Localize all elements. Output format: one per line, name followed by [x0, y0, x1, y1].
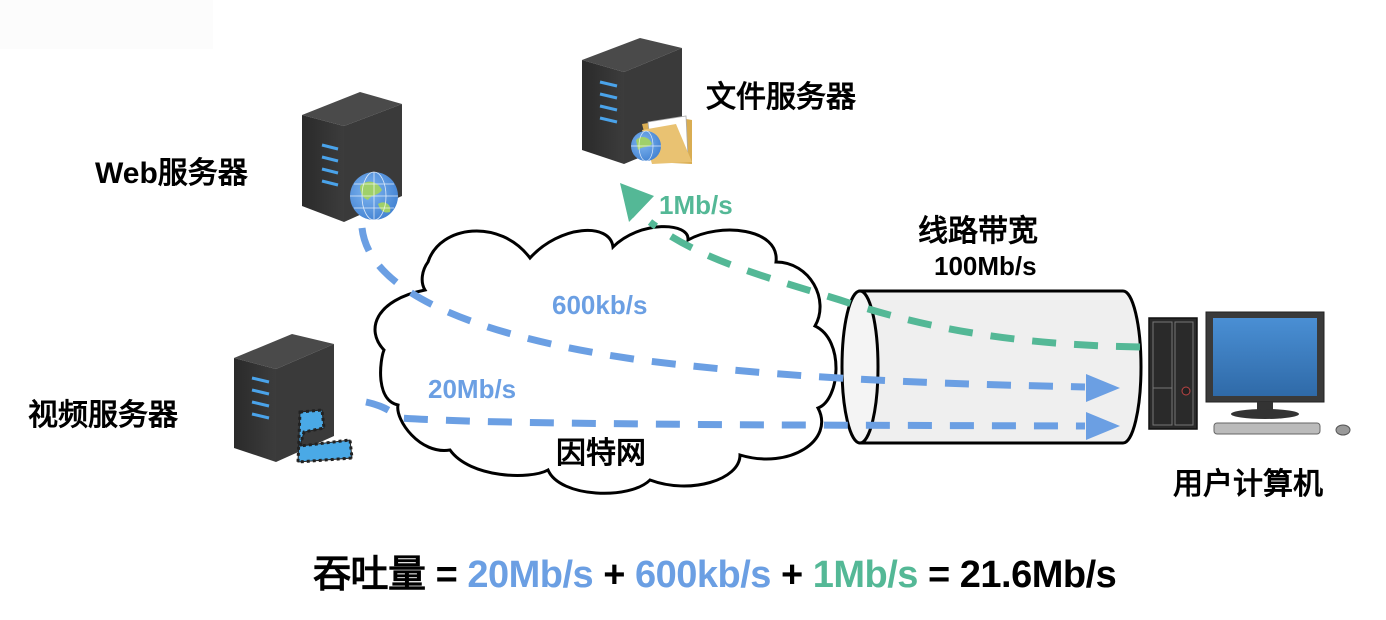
monitor-icon [1205, 311, 1325, 419]
formula-term-web: 600kb/s [634, 554, 771, 596]
desktop-computer-icon [1148, 311, 1351, 436]
formula-plus: + [593, 554, 635, 596]
formula-term-file: 1Mb/s [812, 554, 919, 596]
formula-equals: = [917, 554, 960, 596]
mouse-icon [1335, 424, 1351, 436]
link-bandwidth: 100Mb/s [934, 251, 1037, 281]
flow-video-arrowhead [1086, 412, 1120, 440]
file-server-icon [582, 38, 692, 164]
web-server-icon [302, 92, 402, 222]
flow-web-line [358, 227, 1120, 402]
video-flow-rate: 20Mb/s [428, 374, 517, 404]
link-title: 线路带宽 [918, 215, 1038, 248]
keyboard-icon [1213, 422, 1321, 435]
formula-label: 吞吐量 [313, 554, 426, 596]
web-server-label: Web服务器 [95, 157, 248, 190]
flow-web-arrowhead [1086, 374, 1120, 402]
file-flow-rate: 1Mb/s [659, 190, 733, 220]
pc-tower-icon [1148, 317, 1198, 430]
film-strip-icon [296, 408, 354, 464]
user-computer-label: 用户计算机 [1173, 468, 1323, 501]
flow-file-line [620, 183, 1141, 351]
formula-equals: = [425, 554, 468, 596]
video-server-icon [234, 334, 354, 464]
video-server-label: 视频服务器 [28, 399, 178, 432]
formula-plus: + [770, 554, 813, 596]
formula-term-video: 20Mb/s [467, 554, 594, 596]
web-flow-rate: 600kb/s [552, 290, 648, 320]
link-pipe-icon [840, 289, 1143, 445]
file-server-label: 文件服务器 [706, 81, 856, 114]
formula-result: 21.6Mb/s [959, 554, 1117, 596]
throughput-formula: 吞吐量 = 20Mb/s + 600kb/s + 1Mb/s = 21.6Mb/… [313, 543, 1117, 598]
corner-patch [0, 0, 213, 49]
flow-video-line [365, 398, 1120, 440]
internet-label: 因特网 [556, 437, 646, 470]
